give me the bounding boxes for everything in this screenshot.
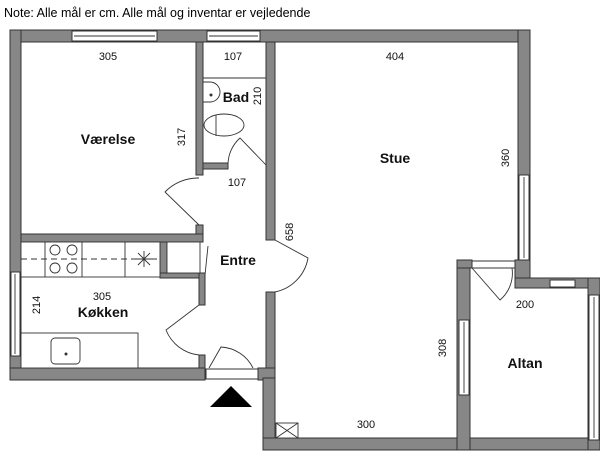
room-label-stue: Stue [380, 150, 411, 166]
dim-vaerelse-depth: 317 [176, 128, 188, 146]
room-label-altan: Altan [508, 355, 543, 371]
dim-bad-depth: 210 [252, 87, 264, 105]
entrance-arrow-icon [210, 386, 252, 407]
dim-altan-width: 200 [516, 299, 534, 311]
doors[interactable] [164, 137, 516, 369]
dim-koekken-depth: 214 [31, 296, 43, 314]
dim-koekken-width: 305 [93, 291, 111, 303]
room-label-koekken: Køkken [78, 304, 129, 320]
dim-stue-depth-left: 658 [284, 223, 296, 241]
dim-stue-width-top: 404 [386, 51, 404, 63]
dim-altan-depth: 308 [437, 339, 449, 357]
dim-stue-width-bottom: 300 [357, 419, 375, 431]
labels: Værelse 305 317 Bad 107 210 107 Entre St… [31, 51, 543, 431]
room-label-entre: Entre [220, 252, 256, 268]
room-label-bad: Bad [223, 89, 249, 105]
dim-bad-width: 107 [224, 51, 242, 63]
walls [9, 29, 600, 451]
dim-stue-depth-right: 360 [500, 149, 512, 167]
fixtures [20, 77, 299, 439]
dim-vaerelse-width: 305 [99, 51, 117, 63]
dim-entre-width: 107 [228, 177, 246, 189]
windows [10, 30, 600, 441]
plan-note: Note: Alle mål er cm. Alle mål og invent… [4, 6, 311, 20]
room-label-vaerelse: Værelse [81, 131, 136, 147]
